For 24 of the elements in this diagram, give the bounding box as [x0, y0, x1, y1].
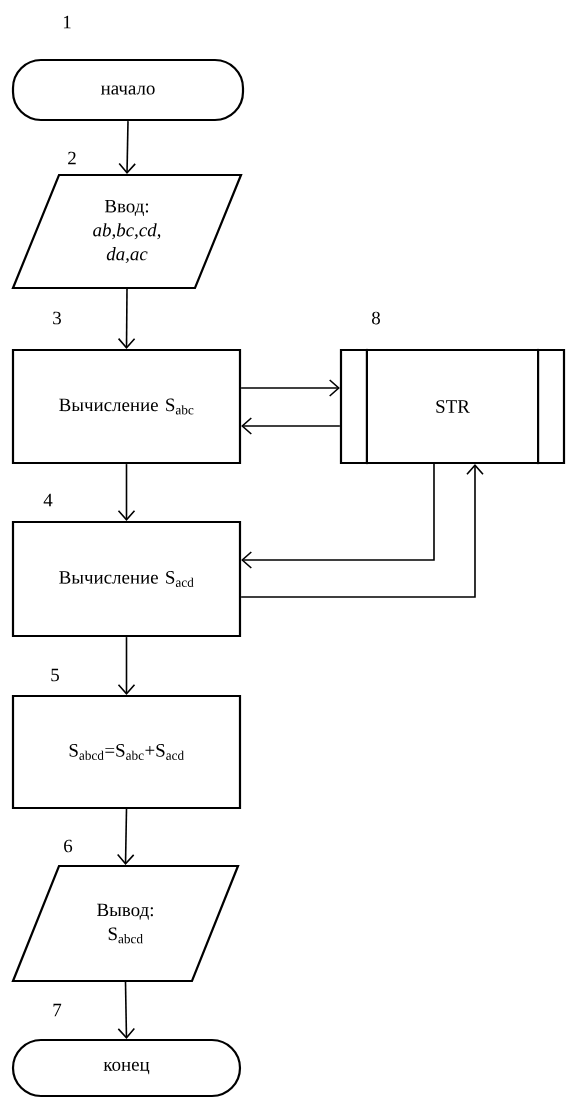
- io-parallelogram: Ввод: ab,bc,cd, da,ac: [11, 173, 243, 290]
- arrow: [240, 464, 484, 598]
- arrow: [117, 463, 136, 521]
- arrow: [117, 288, 136, 349]
- arrow: [241, 463, 435, 569]
- block-number: 4: [43, 493, 53, 507]
- arrow: [118, 120, 136, 174]
- block-number: 3: [53, 311, 61, 325]
- block-number: 7: [53, 1003, 62, 1017]
- process-box: Вычисление S$_{acd}$: [11, 520, 242, 638]
- block-number: 2: [68, 151, 76, 165]
- io-parallelogram: Вывод: S$_{abcd}$: [11, 864, 240, 983]
- block-number: 6: [64, 839, 73, 853]
- arrow: [117, 636, 136, 695]
- block-number: 5: [51, 668, 59, 682]
- subroutine-box: STR: [339, 348, 566, 465]
- process-box: Вычисление S$_{abc}$: [11, 348, 242, 465]
- process-box: S$_{abcd}$=S$_{abc}$+S$_{acd}$: [11, 694, 242, 810]
- arrow: [116, 808, 135, 865]
- arrow: [241, 417, 341, 435]
- block-number: 8: [372, 311, 380, 325]
- arrow: [117, 981, 136, 1039]
- arrow: [240, 379, 340, 397]
- block-number: 1: [63, 15, 71, 29]
